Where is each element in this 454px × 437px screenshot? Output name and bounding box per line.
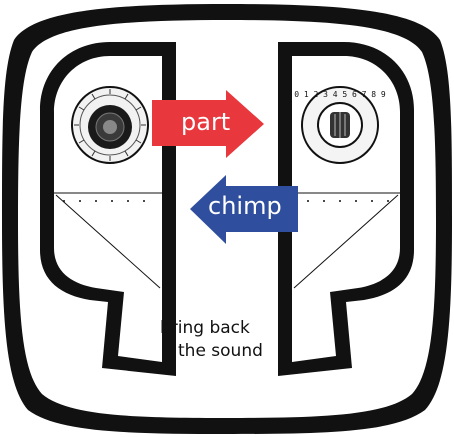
left-dotted-line [63,200,145,202]
arrow-right [152,90,264,158]
dial-digits: 0 1 2 3 4 5 6 7 8 9 [294,90,386,99]
ribbed-knob-icon [71,86,149,164]
arrow-right-label: part [181,108,231,136]
right-dotted-line [307,200,389,202]
left-face-outline [40,42,176,376]
arrow-left [190,175,298,244]
right-face-outline [278,42,414,376]
arrow-left-label: chimp [208,192,282,220]
tagline-line-2: the sound [178,341,263,361]
tagline-line-1: bring back [160,318,250,338]
numbered-dial-icon: 0 1 2 3 4 5 6 7 8 9 [294,86,386,164]
